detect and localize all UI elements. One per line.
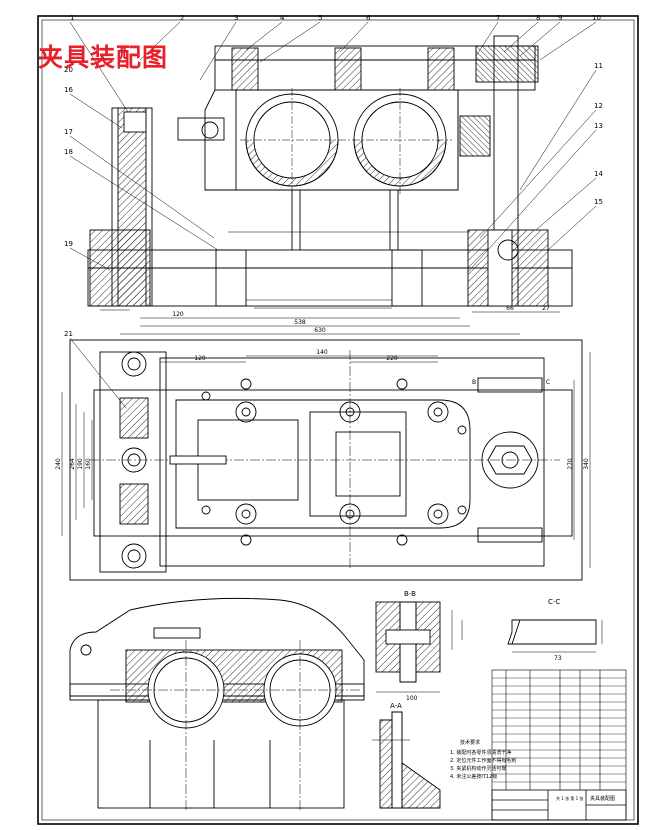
outer-border (37, 15, 639, 825)
section-mark: C (546, 379, 550, 386)
part-number: 14 (594, 170, 603, 178)
part-number: 5 (318, 14, 322, 22)
part-number: 19 (64, 240, 73, 248)
dimension-text: 264 (69, 458, 76, 470)
part-number: 17 (64, 128, 73, 136)
part-number: 10 (592, 14, 601, 22)
dimension-text: 73 (554, 655, 562, 662)
part-number: 8 (536, 14, 540, 22)
dimension-text: 100 (406, 695, 418, 702)
technical-notes: 技术要求 1. 装配时各零件须清洗干净 2. 定位元件工作面不得有毛刺 3. 夹… (450, 739, 516, 780)
title-block-name: 夹具装配图 (590, 795, 615, 802)
dimension-text: 538 (294, 319, 306, 326)
dimension-text: 120 (194, 355, 206, 362)
part-number: 4 (280, 14, 285, 22)
part-number: 3 (234, 14, 238, 22)
part-number: 15 (594, 198, 603, 206)
part-number: 16 (64, 86, 73, 94)
dimension-text: 120 (172, 311, 184, 318)
drawing-title: 夹具装配图 (38, 43, 169, 72)
section-b-b-label: B-B (404, 590, 416, 598)
section-a-a-label: A-A (390, 702, 402, 710)
dimension-text: 160 (85, 458, 92, 470)
dimension-text: 630 (314, 327, 326, 334)
note-line: 2. 定位元件工作面不得有毛刺 (450, 757, 516, 764)
part-number: 13 (594, 122, 603, 130)
front-view (87, 35, 573, 335)
part-number-labels: 1 2 3 4 5 6 7 8 9 10 11 12 13 14 15 16 1… (64, 14, 603, 338)
parts-list-rows (492, 677, 626, 783)
part-number: 2 (180, 14, 184, 22)
section-mark: B (472, 379, 476, 386)
part-number: 9 (558, 14, 562, 22)
part-number: 6 (366, 14, 371, 22)
detail-c-c-view (507, 619, 603, 653)
part-number: 21 (64, 330, 73, 338)
leader-lines (69, 21, 597, 409)
part-number: 7 (496, 14, 500, 22)
note-line: 3. 夹紧机构动作灵活可靠 (450, 765, 506, 772)
dimension-text: 66 (506, 305, 514, 312)
note-line: 4. 未注公差按IT12级 (450, 773, 497, 780)
plan-view (61, 339, 591, 581)
front-view-dimensions: 120 538 630 66 27 (172, 305, 550, 334)
inner-border (41, 19, 635, 821)
dimension-text: 190 (77, 458, 84, 470)
dimension-text: 340 (583, 458, 590, 470)
dimension-text: 240 (55, 458, 62, 470)
part-number: 11 (594, 62, 603, 70)
side-section-view (69, 597, 365, 810)
plan-view-dimensions: 120 140 220 240 264 190 160 270 340 B C (55, 349, 590, 470)
part-number: 12 (594, 102, 603, 110)
section-a-a-view (372, 711, 441, 809)
part-number: 1 (70, 14, 74, 22)
dimension-text: 27 (542, 305, 550, 312)
dimension-text: 140 (316, 349, 328, 356)
title-block (491, 789, 627, 821)
dimension-text: 270 (567, 458, 574, 470)
notes-heading: 技术要求 (460, 739, 480, 746)
dimension-text: 220 (386, 355, 398, 362)
title-block-sheet: 共 1 张 第 1 张 (556, 795, 583, 801)
part-number: 20 (64, 66, 73, 74)
section-b-b-view (375, 601, 463, 693)
part-number: 18 (64, 148, 73, 156)
note-line: 1. 装配时各零件须清洗干净 (450, 749, 511, 756)
section-c-c-label: C-C (548, 598, 560, 606)
